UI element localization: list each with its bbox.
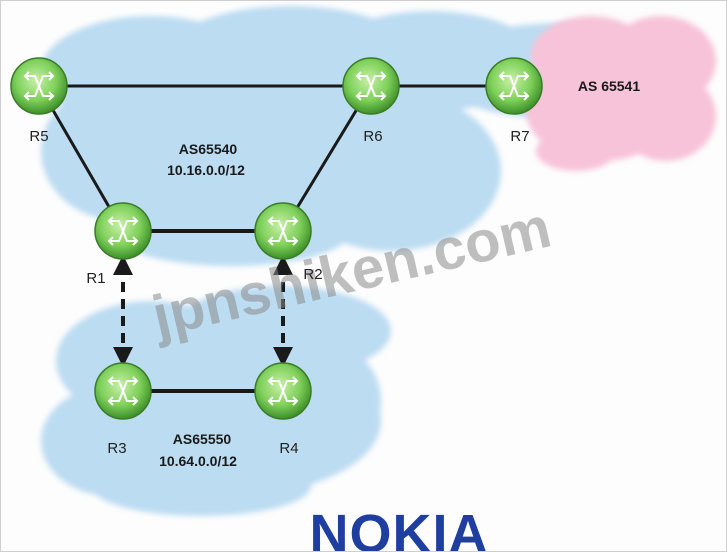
router-r2: R2 <box>254 202 323 283</box>
router-r7: R7 <box>485 57 543 145</box>
router-icon <box>254 202 312 260</box>
router-icon <box>485 57 543 115</box>
as65550-name: AS65550 <box>173 431 232 447</box>
nokia-logo: NOKIA <box>310 504 489 551</box>
router-icon <box>342 57 400 115</box>
router-r2-label: R2 <box>303 266 322 283</box>
router-icon <box>94 202 152 260</box>
router-icon <box>254 362 312 420</box>
router-icon <box>10 57 68 115</box>
router-icon <box>94 362 152 420</box>
as65540-prefix: 10.16.0.0/12 <box>167 162 245 178</box>
router-r7-label: R7 <box>510 128 529 145</box>
router-r6-label: R6 <box>363 128 382 145</box>
router-r3: R3 <box>94 362 152 457</box>
router-r5-label: R5 <box>29 128 48 145</box>
router-r1: R1 <box>86 202 152 287</box>
router-r4-label: R4 <box>279 440 298 457</box>
cloud-as65541-fill <box>526 16 716 171</box>
router-r4: R4 <box>254 362 312 457</box>
router-r3-label: R3 <box>107 440 126 457</box>
cloud-as65541 <box>526 16 716 171</box>
as65541-name: AS 65541 <box>578 78 640 94</box>
router-r5: R5 <box>10 57 68 145</box>
as65550-prefix: 10.64.0.0/12 <box>159 453 237 469</box>
router-r6: R6 <box>342 57 400 145</box>
router-r1-label: R1 <box>86 270 105 287</box>
as65540-name: AS65540 <box>179 141 238 157</box>
